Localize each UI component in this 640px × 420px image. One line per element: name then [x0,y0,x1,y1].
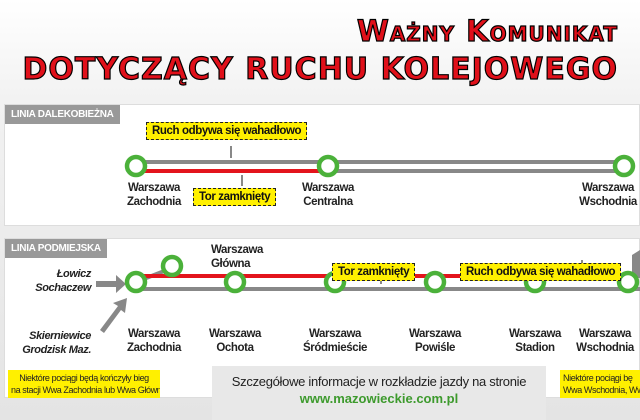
station-marker [223,270,247,294]
title-line-2: DOTYCZĄCY RUCHU KOLEJOWEGO [22,51,618,87]
shuttle-note: Ruch odbywa się wahadłowo [146,122,308,140]
station-marker [612,154,636,178]
closed-track-note: Tor zamknięty [193,188,277,206]
incoming-arrow-icon [96,275,126,293]
station-marker [124,154,148,178]
website-link[interactable]: www.mazowieckie.com.pl [299,391,459,406]
station-marker [423,270,447,294]
station-marker [124,270,148,294]
shuttle-note: Ruch odbywa się wahadłowo [460,263,622,281]
info-box: Szczegółowe informacje w rozkładzie jazd… [212,366,546,420]
outgoing-arrow-icon [632,250,640,276]
station-marker [616,270,640,294]
long-distance-label: LINIA DALEKOBIEŻNA [5,105,120,124]
suburban-label: LINIA PODMIEJSKA [5,239,107,258]
title-line-1: Ważny Komunikat [356,13,618,48]
station-marker [316,154,340,178]
info-text: Szczegółowe informacje w rozkładzie jazd… [231,374,527,389]
station-marker [160,254,184,278]
long-distance-panel: LINIA DALEKOBIEŻNA [4,104,640,226]
closed-track-note: Tor zamknięty [332,263,416,281]
incoming-arrow-icon [100,298,127,333]
